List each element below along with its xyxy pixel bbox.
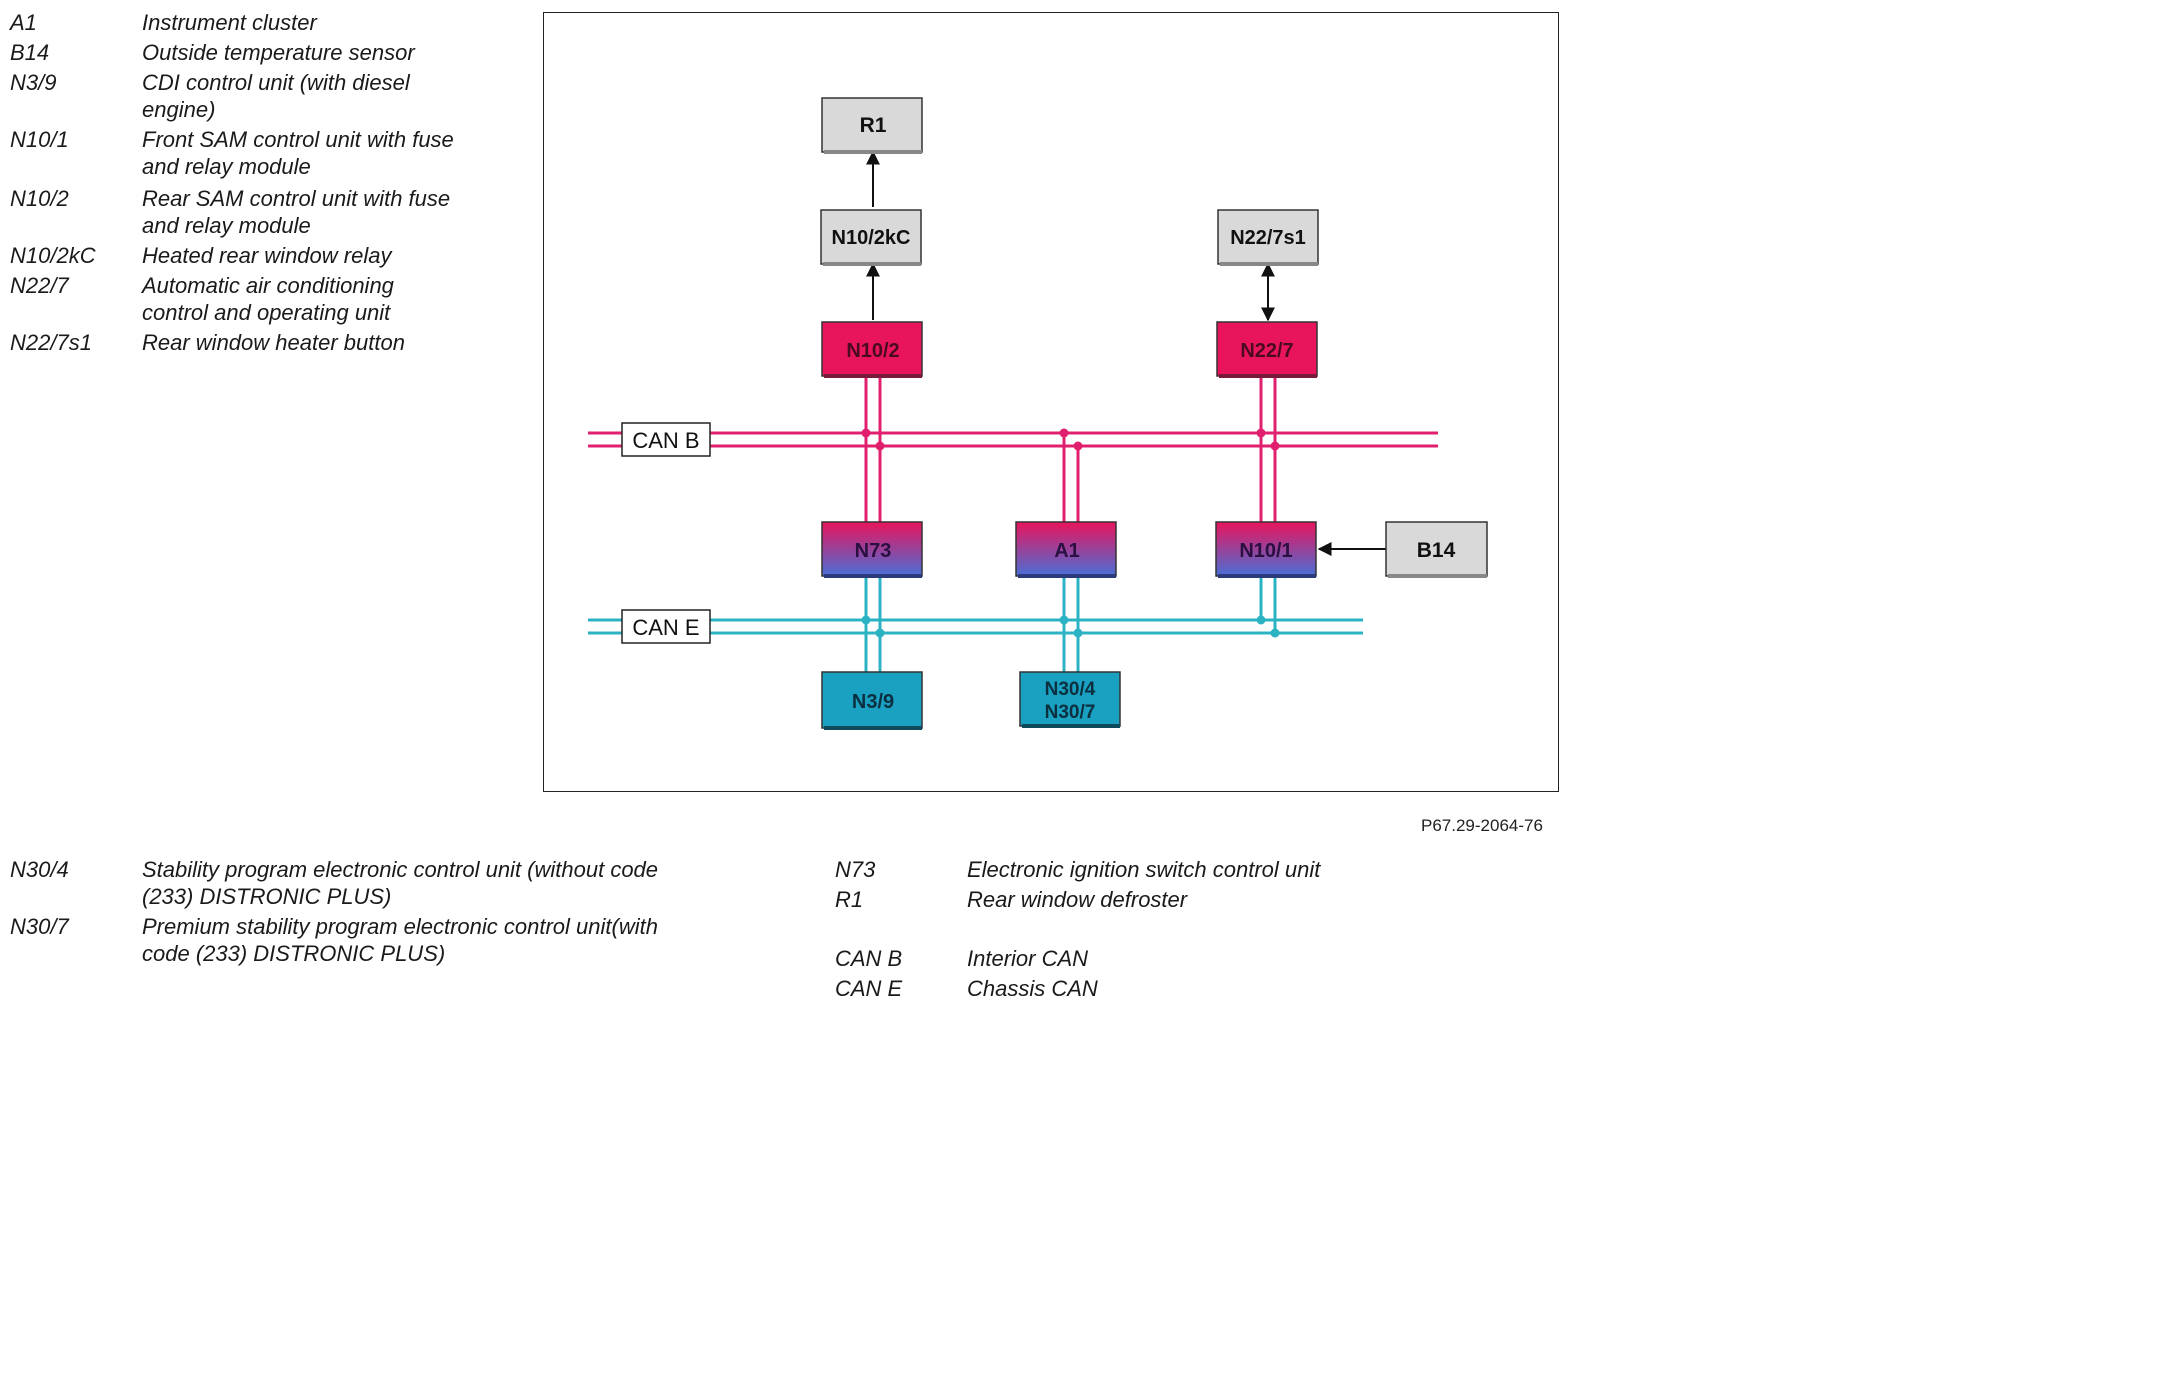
- svg-text:N3/9: N3/9: [852, 691, 894, 713]
- legend-description-line: Electronic ignition switch control unit: [967, 857, 1321, 882]
- svg-text:B14: B14: [1417, 539, 1456, 562]
- svg-text:N22/7s1: N22/7s1: [1230, 227, 1306, 249]
- legend-description-line: Premium stability program electronic con…: [142, 914, 658, 939]
- node-n10-2: N10/2: [821, 321, 923, 378]
- svg-text:N10/2kC: N10/2kC: [832, 227, 911, 249]
- legend-bottom-right: N73 Electronic ignition switch control un…: [835, 856, 1535, 1006]
- legend-description-line: Rear SAM control unit with fuse: [142, 186, 451, 211]
- legend-code: CAN E: [835, 976, 903, 1001]
- svg-text:R1: R1: [860, 114, 887, 137]
- svg-text:CAN E: CAN E: [632, 615, 699, 640]
- can-b-label: CAN B: [621, 422, 711, 457]
- svg-text:N73: N73: [855, 540, 892, 562]
- can-network-diagram: CAN B CAN E R1 N10/2kC N22/7s1 B14 N10/2…: [588, 97, 1488, 730]
- svg-text:CAN B: CAN B: [632, 428, 699, 453]
- can-b-bus: [588, 431, 1438, 448]
- svg-text:N22/7: N22/7: [1240, 340, 1293, 362]
- legend-description-line: Outside temperature sensor: [142, 40, 415, 65]
- svg-text:A1: A1: [1054, 540, 1080, 562]
- legend-bottom-left: N30/4 Stability program electronic contro…: [10, 856, 770, 986]
- legend-description: Chassis CAN: [967, 975, 1098, 1002]
- svg-text:N30/7: N30/7: [1045, 702, 1096, 723]
- node-n3-9: N3/9: [821, 671, 923, 730]
- svg-text:N10/2: N10/2: [846, 340, 899, 362]
- node-n30-4-n30-7: N30/4 N30/7: [1019, 671, 1121, 728]
- legend-description: Premium stability program electronic con…: [142, 913, 658, 967]
- legend-description-line: (233) DISTRONIC PLUS): [142, 884, 392, 909]
- legend-description-line: Interior CAN: [967, 946, 1089, 971]
- legend-description-line: Heated rear window relay: [142, 243, 392, 268]
- legend-code: N10/2kC: [10, 243, 96, 268]
- can-e-bus: [588, 618, 1363, 635]
- legend-description-line: and relay module: [142, 213, 311, 238]
- legend-description: Outside temperature sensor: [142, 39, 415, 66]
- legend-code: N30/4: [10, 857, 69, 882]
- node-a1: A1: [1015, 521, 1117, 578]
- node-b14: B14: [1385, 521, 1488, 578]
- signal-arrows: [866, 150, 1386, 556]
- legend-code: N22/7: [10, 273, 69, 298]
- legend-code: N73: [835, 857, 876, 882]
- legend-description: Stability program electronic control uni…: [142, 856, 658, 910]
- legend-description-line: Automatic air conditioning: [142, 273, 394, 298]
- node-n10-1: N10/1: [1215, 521, 1317, 578]
- figure-reference: P67.29-2064-76: [1421, 816, 1543, 835]
- legend-description: Instrument cluster: [142, 9, 317, 36]
- legend-description: Interior CAN: [967, 945, 1088, 972]
- legend-code: CAN B: [835, 946, 903, 971]
- junction-dots: [861, 428, 1280, 638]
- legend-description-line: and relay module: [142, 154, 311, 179]
- diagram-frame: [543, 12, 1559, 792]
- legend-code: B14: [10, 40, 50, 65]
- legend-code: A1: [10, 10, 37, 35]
- legend-code: N10/2: [10, 186, 69, 211]
- svg-text:N10/1: N10/1: [1239, 540, 1292, 562]
- legend-description: Heated rear window relay: [142, 242, 391, 269]
- legend-description-line: engine): [142, 97, 216, 122]
- legend-description-line: Front SAM control unit with fuse: [142, 127, 454, 152]
- legend-description-line: Instrument cluster: [142, 10, 317, 35]
- node-n22-7: N22/7: [1216, 321, 1318, 378]
- legend-description-line: Rear window defroster: [967, 887, 1188, 912]
- legend-code: N22/7s1: [10, 330, 92, 355]
- legend-description-line: CDI control unit (with diesel: [142, 70, 410, 95]
- legend-code: R1: [835, 887, 864, 912]
- can-e-label: CAN E: [621, 609, 711, 644]
- legend-description-line: code (233) DISTRONIC PLUS): [142, 941, 446, 966]
- legend-description-line: Rear window heater button: [142, 330, 405, 355]
- node-n22-7s1: N22/7s1: [1217, 209, 1319, 266]
- legend-description-line: Chassis CAN: [967, 976, 1098, 1001]
- node-n73: N73: [821, 521, 923, 578]
- svg-text:N30/4: N30/4: [1045, 679, 1096, 700]
- legend-description-line: Stability program electronic control uni…: [142, 857, 659, 882]
- legend-code: N30/7: [10, 914, 69, 939]
- legend-description: Rear window defroster: [967, 886, 1187, 913]
- legend-description: Electronic ignition switch control unit: [967, 856, 1320, 883]
- node-n10-2kc: N10/2kC: [820, 209, 922, 266]
- legend-code: N10/1: [10, 127, 69, 152]
- legend-description-line: control and operating unit: [142, 300, 391, 325]
- legend-description: Rear window heater button: [142, 329, 405, 356]
- node-r1: R1: [821, 97, 923, 154]
- legend-code: N3/9: [10, 70, 57, 95]
